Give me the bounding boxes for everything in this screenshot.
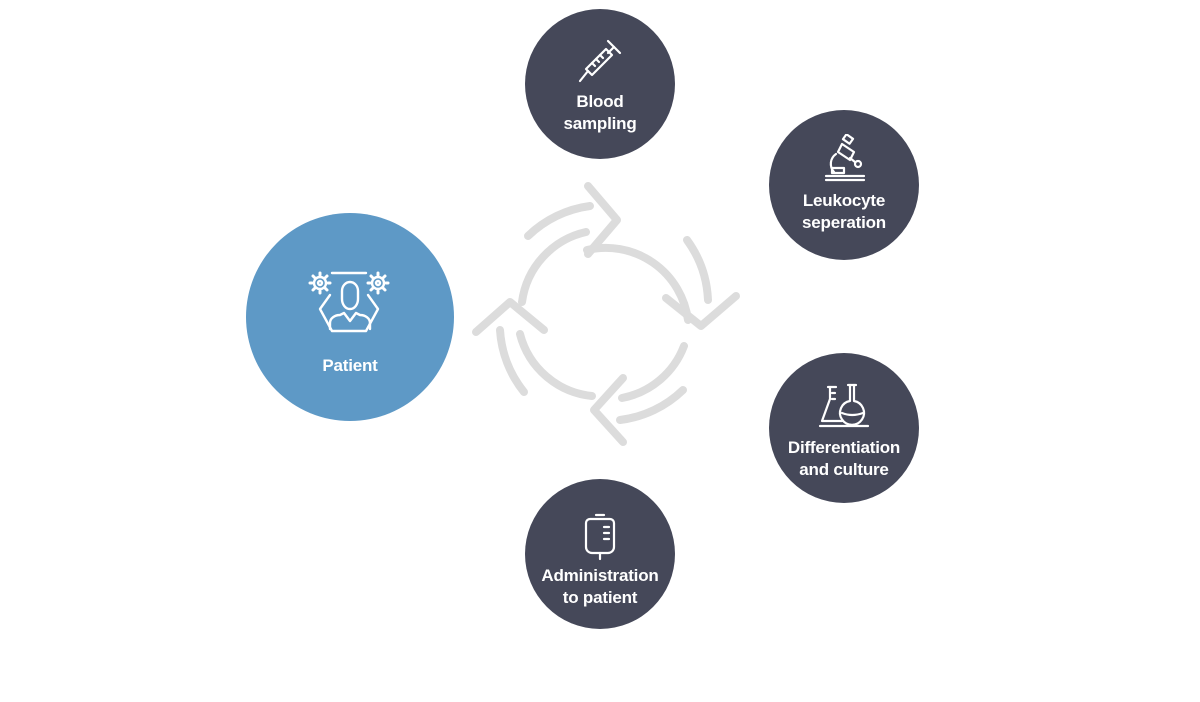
step-differentiation-culture: Differentiation and culture: [769, 353, 919, 503]
step-label-line1: Differentiation: [787, 438, 901, 457]
step-blood-sampling: Blood sampling: [525, 9, 675, 159]
step-leukocyte-seperation: Leukocyte seperation: [769, 110, 919, 260]
step-administration: Administration to patient: [525, 479, 675, 629]
patient-gears-icon: [308, 271, 390, 333]
patient-label: Patient: [322, 356, 378, 375]
step-label-line2: to patient: [562, 588, 638, 607]
step-label-line2: seperation: [802, 213, 886, 232]
syringe-icon: [578, 39, 622, 83]
step-label-line1: Administration: [541, 566, 659, 585]
step-label-line1: Blood: [576, 92, 624, 111]
microscope-icon: [824, 134, 866, 182]
cycle-arrows: [472, 182, 740, 446]
iv-bag-icon: [584, 513, 616, 561]
patient-node: Patient: [246, 213, 454, 421]
step-label-line1: Leukocyte: [802, 191, 886, 210]
flasks-icon: [818, 383, 870, 428]
step-label-line2: sampling: [563, 114, 637, 133]
step-label-line2: and culture: [799, 460, 889, 479]
